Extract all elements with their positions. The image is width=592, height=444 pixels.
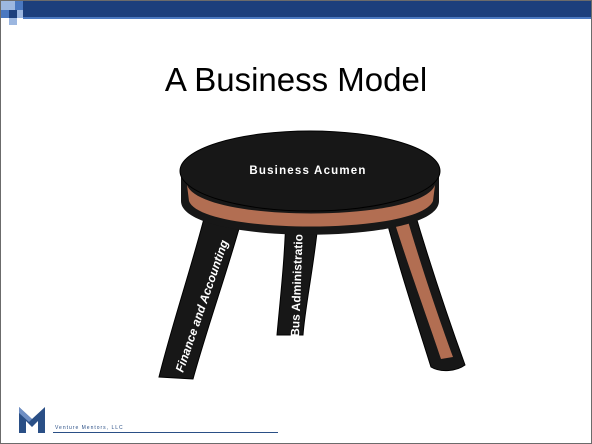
leg-label-administration: Bus Administration [288, 226, 306, 337]
stool-seat: Business Acumen [179, 130, 441, 235]
footer-divider [53, 432, 278, 433]
company-name: Venture Mentors, LLC [55, 425, 124, 431]
m-logo-icon [19, 407, 45, 433]
seat-label: Business Acumen [249, 165, 366, 177]
slide-title: A Business Model [164, 61, 428, 98]
stool-leg-left: Finance and Accounting [158, 206, 246, 380]
stool-leg-middle: Bus Administration [276, 212, 320, 337]
stool-leg-right [382, 206, 466, 372]
slide-header-bar [1, 1, 591, 25]
